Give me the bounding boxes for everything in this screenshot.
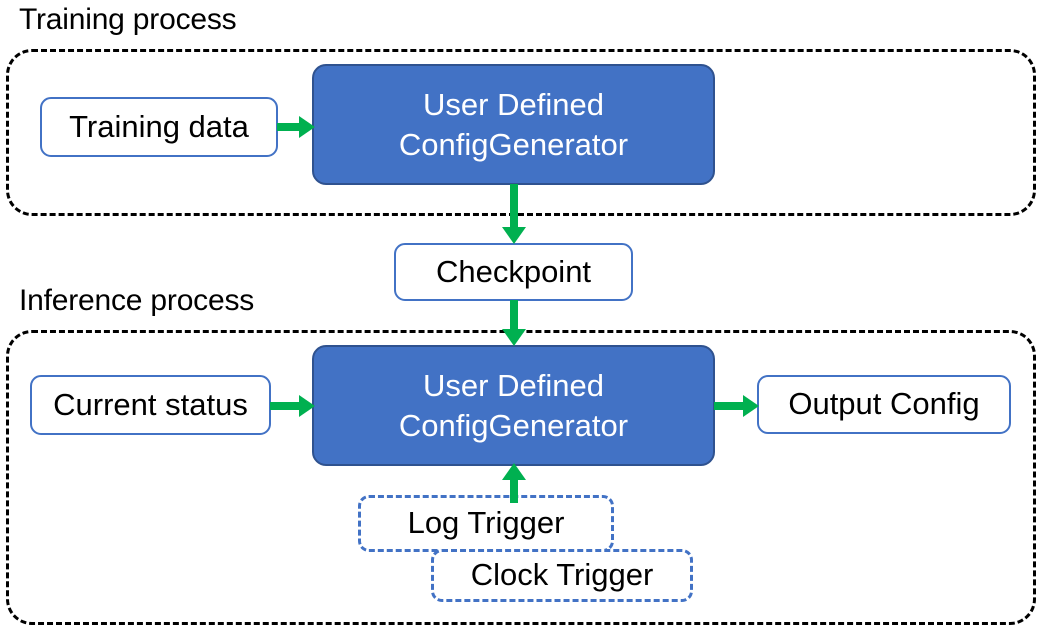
node-current-status-label: Current status	[53, 386, 248, 422]
node-generator-training-line2: ConfigGenerator	[398, 126, 629, 162]
node-generator-training-line1: User Defined	[423, 86, 604, 122]
node-checkpoint[interactable]: Checkpoint	[394, 243, 633, 301]
arrow-generator-to-checkpoint	[501, 184, 527, 246]
node-log-trigger[interactable]: Log Trigger	[358, 495, 614, 552]
arrow-head-right-icon	[299, 395, 315, 417]
arrow-head-up-icon	[502, 463, 526, 480]
node-log-trigger-label: Log Trigger	[407, 505, 565, 541]
arrow-triggers-to-generator	[501, 463, 527, 503]
arrow-shaft	[510, 184, 518, 230]
arrow-checkpoint-to-generator	[501, 300, 527, 348]
arrow-shaft	[270, 402, 301, 410]
arrow-head-down-icon	[502, 329, 526, 346]
arrow-shaft	[510, 477, 518, 503]
section-caption-training: Training process	[19, 3, 237, 36]
group-container-training	[6, 49, 1036, 216]
node-user-defined-configgenerator-training[interactable]: User Defined ConfigGenerator	[312, 64, 715, 185]
arrow-shaft	[714, 402, 745, 410]
node-user-defined-configgenerator-inference[interactable]: User Defined ConfigGenerator	[312, 345, 715, 466]
node-clock-trigger-label: Clock Trigger	[470, 557, 654, 593]
section-caption-inference: Inference process	[19, 284, 255, 317]
node-generator-inference-line2: ConfigGenerator	[398, 407, 629, 443]
arrow-head-right-icon	[299, 116, 315, 138]
arrow-head-right-icon	[743, 395, 759, 417]
node-output-config[interactable]: Output Config	[757, 375, 1011, 434]
node-generator-inference-line1: User Defined	[423, 367, 604, 403]
arrow-shaft	[277, 123, 301, 131]
arrow-training-data-to-generator	[277, 115, 315, 139]
node-output-config-label: Output Config	[788, 386, 980, 422]
arrow-shaft	[510, 300, 518, 332]
node-checkpoint-label: Checkpoint	[435, 253, 592, 289]
node-current-status[interactable]: Current status	[30, 375, 271, 435]
arrow-head-down-icon	[502, 227, 526, 244]
node-training-data-label: Training data	[69, 108, 249, 144]
arrow-generator-to-output-config	[714, 394, 759, 418]
arrow-current-status-to-generator	[270, 394, 315, 418]
node-training-data[interactable]: Training data	[40, 97, 278, 157]
node-clock-trigger[interactable]: Clock Trigger	[431, 549, 693, 602]
